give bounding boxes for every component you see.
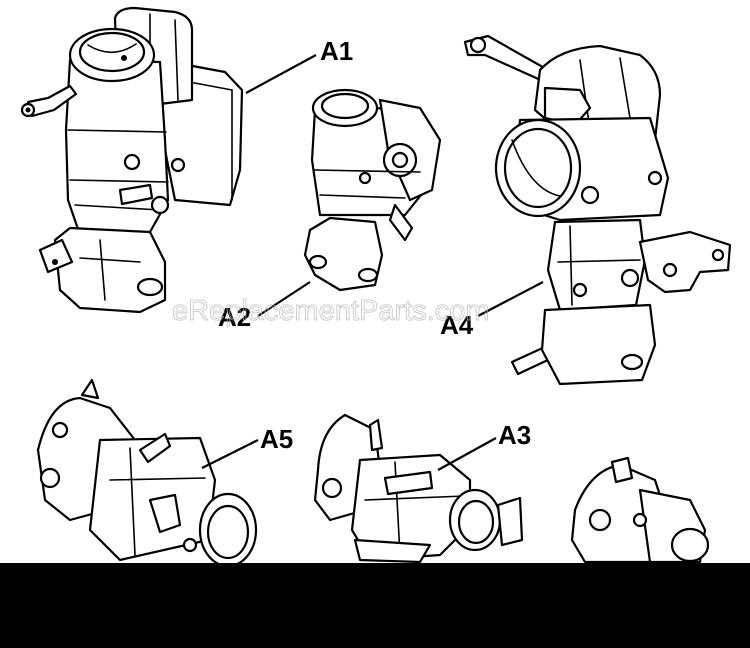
leader-a5 [201,439,259,469]
leader-a3 [437,437,497,471]
leader-a2 [257,281,311,317]
carburetor-a3 [313,413,524,564]
bottom-black-bar [0,563,750,648]
callout-a3: A3 [498,420,531,450]
carburetor-a5 [36,378,258,568]
callout-a5: A5 [260,424,293,454]
carburetor-a1 [20,6,244,314]
carburetor-a4 [463,34,732,386]
carburetor-partial [570,456,710,564]
carburetor-a2 [303,88,442,292]
callout-a1: A1 [320,36,353,66]
watermark: eReplacementParts.com [172,295,490,327]
callout-a2: A2 [218,302,251,332]
callout-a4: A4 [440,310,474,340]
leader-a1 [245,54,317,94]
leader-a4 [477,281,544,317]
